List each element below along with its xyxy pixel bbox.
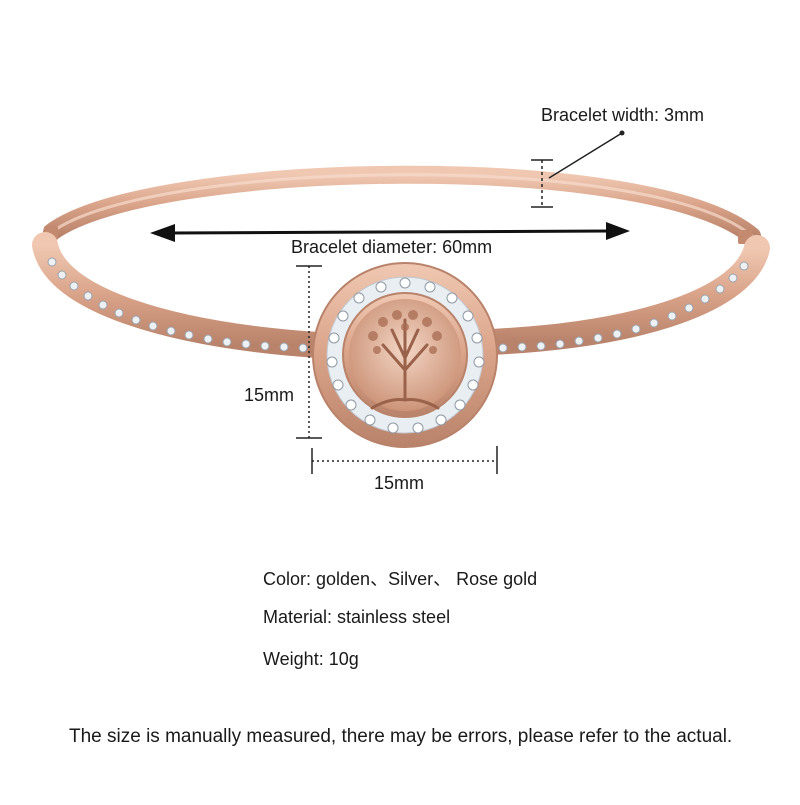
bangle-front-right <box>477 235 770 355</box>
bracelet-diameter-label: Bracelet diameter: 60mm <box>291 237 493 257</box>
spec-weight: Weight: 10g <box>263 649 359 669</box>
charm-width-label: 15mm <box>374 473 425 493</box>
tree-of-life-charm <box>312 262 498 448</box>
charm-height-label: 15mm <box>244 385 295 405</box>
bangle-back-arc <box>43 165 761 245</box>
measurement-note: The size is manually measured, there may… <box>69 726 733 747</box>
charm-width-marker <box>311 446 498 474</box>
spec-material: Material: stainless steel <box>263 607 451 627</box>
crystal-row-right <box>498 261 749 353</box>
charm-height-marker <box>296 265 322 439</box>
width-marker <box>531 132 623 208</box>
diameter-arrow <box>150 222 630 242</box>
bracelet-width-label: Bracelet width: 3mm <box>541 105 705 125</box>
spec-color: Color: golden、Silver、 Rose gold <box>263 569 538 589</box>
crystal-row-left <box>47 257 308 353</box>
